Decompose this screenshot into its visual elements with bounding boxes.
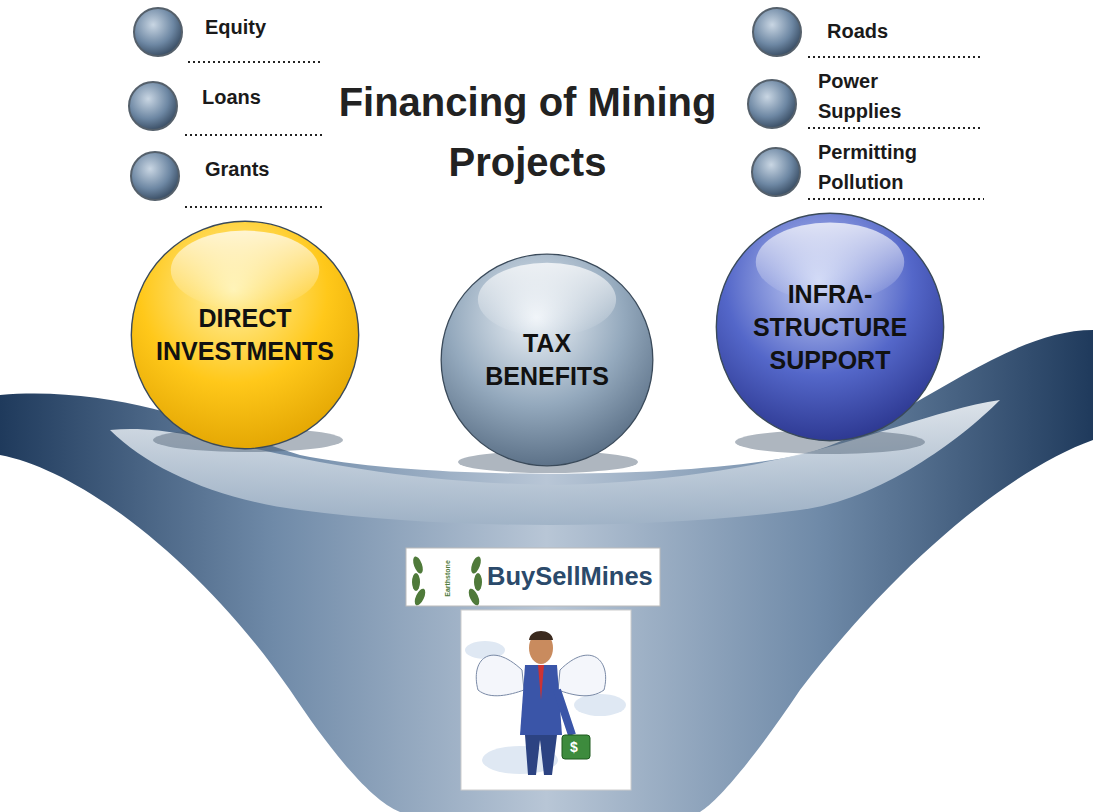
logo-text: BuySellMines bbox=[487, 562, 653, 591]
sphere-node: TAX BENEFITS bbox=[439, 252, 655, 468]
diagram-title: Financing of Mining Projects bbox=[300, 72, 755, 192]
sphere-shape bbox=[439, 252, 655, 468]
sphere-label: INFRA- STRUCTURE SUPPORT bbox=[735, 278, 925, 377]
item-label: Loans bbox=[202, 86, 261, 109]
sphere-shape bbox=[129, 219, 361, 451]
briefcase-symbol: $ bbox=[570, 739, 578, 755]
flying-businessman bbox=[465, 631, 626, 775]
illustration-frame bbox=[461, 610, 631, 790]
item-label: Equity bbox=[205, 16, 266, 39]
sphere-label: TAX BENEFITS bbox=[462, 327, 632, 393]
sphere-node: DIRECT INVESTMENTS bbox=[129, 219, 361, 451]
bullet-spheres bbox=[129, 8, 801, 200]
logo-small-text: Earthstone bbox=[444, 560, 451, 597]
dotted-lines bbox=[185, 57, 984, 207]
item-label: Power Supplies bbox=[818, 66, 928, 126]
laurel-wreath bbox=[411, 555, 483, 607]
item-label: Permitting Pollution bbox=[818, 137, 948, 197]
item-label: Grants bbox=[205, 158, 269, 181]
sphere-label: DIRECT INVESTMENTS bbox=[150, 302, 340, 368]
sphere-node: INFRA- STRUCTURE SUPPORT bbox=[714, 211, 946, 443]
item-label: Roads bbox=[827, 20, 888, 43]
logo-box bbox=[406, 548, 660, 606]
